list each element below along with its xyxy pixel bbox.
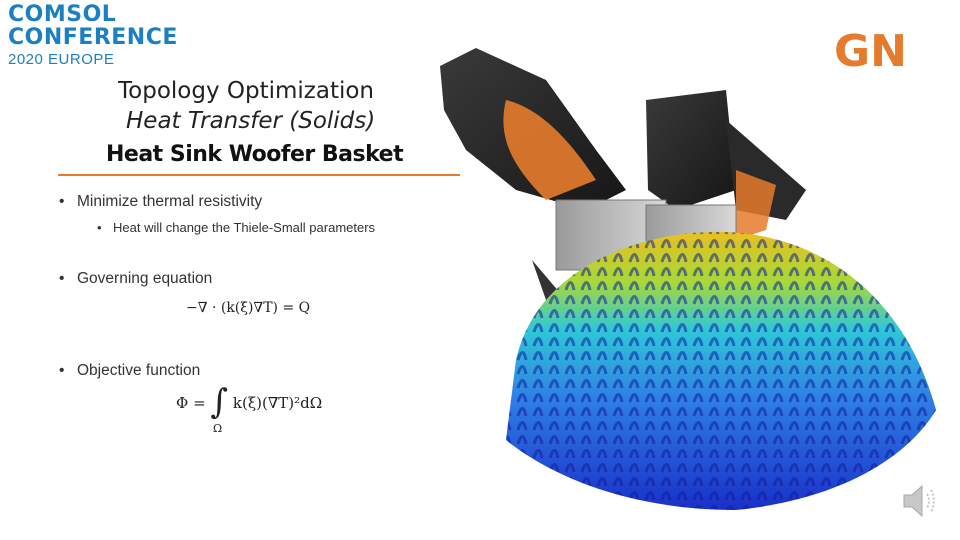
integral-domain: Ω <box>213 422 223 435</box>
orange-fins-left <box>503 100 596 200</box>
objective-equation: Φ = ∫ k(ξ)(∇T)²dΩ Ω <box>176 382 323 435</box>
center-column <box>646 90 736 210</box>
logo-line-year: 2020 EUROPE <box>8 51 115 68</box>
page-title: Topology Optimization <box>118 78 374 104</box>
bullet-governing-equation: Governing equation <box>59 270 212 288</box>
bullet-minimize-resistivity: Minimize thermal resistivity <box>59 193 262 211</box>
heat-sink-fins <box>506 231 936 510</box>
integral-symbol: ∫ <box>210 382 229 422</box>
sub-bullet-thiele-small: Heat will change the Thiele-Small parame… <box>97 220 375 235</box>
heat-sink-render <box>440 48 936 510</box>
logo-line-comsol: COMSOL <box>8 2 117 27</box>
bullet-objective-function: Objective function <box>59 362 200 380</box>
page-subtitle: Heat Transfer (Solids) <box>126 108 376 134</box>
objective-lhs: Φ = <box>176 394 211 412</box>
section-heading: Heat Sink Woofer Basket <box>106 142 404 167</box>
governing-equation: −∇ · (k(ξ)∇T) = Q <box>186 300 311 316</box>
speaker-icon[interactable] <box>900 480 942 522</box>
comsol-conference-logo: COMSOL CONFERENCE 2020 EUROPE <box>8 2 178 68</box>
logo-line-conference: CONFERENCE <box>8 25 178 50</box>
orange-fins-right <box>736 170 776 240</box>
heading-divider <box>58 174 460 176</box>
gn-logo-text: GN <box>834 26 907 74</box>
objective-rhs: k(ξ)(∇T)²dΩ <box>232 394 323 412</box>
gn-logo: GN <box>834 26 907 74</box>
